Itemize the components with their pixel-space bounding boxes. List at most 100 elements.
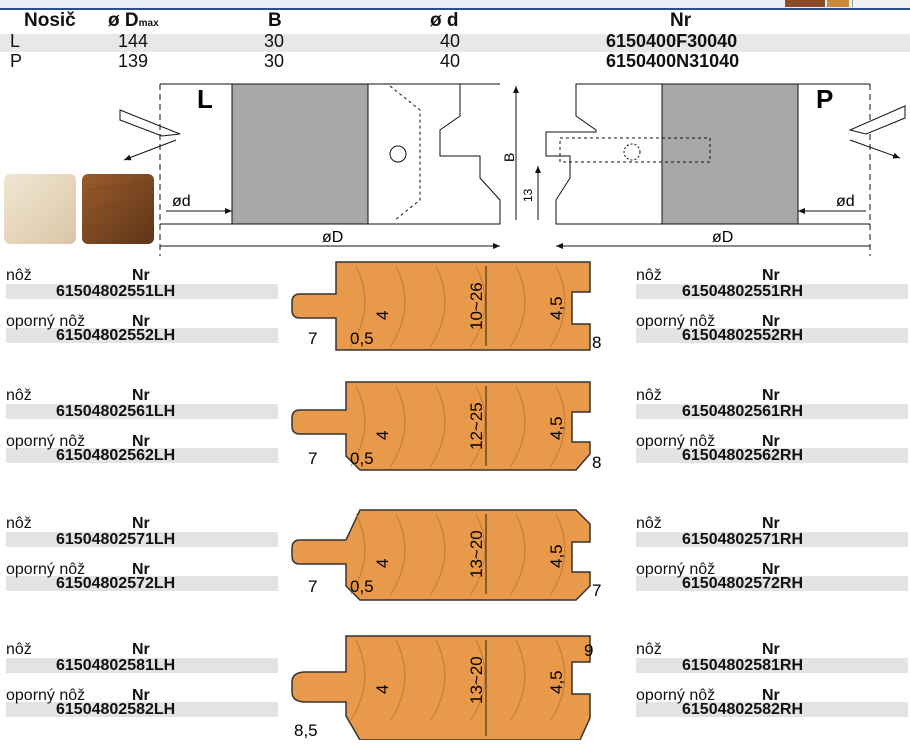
code-band	[6, 576, 278, 591]
tongue-dim-label: 4	[373, 685, 392, 694]
nr-label: Nr	[132, 433, 150, 450]
col-header-b: B	[268, 10, 282, 31]
code-band	[6, 532, 278, 547]
knife-code: 61504802551RH	[682, 283, 803, 300]
row-d: 40	[440, 31, 461, 51]
groove-dim-label: 4,5	[547, 296, 566, 320]
knife-code: 61504802561RH	[682, 403, 803, 420]
diameter-left-label: øD	[322, 229, 343, 246]
code-band	[6, 448, 278, 463]
diameter-right-label: øD	[712, 229, 733, 246]
groove-depth-label: 8	[592, 333, 601, 352]
nr-label: Nr	[132, 387, 150, 404]
feed-arrow-icon	[848, 105, 906, 135]
nr-label: Nr	[762, 687, 780, 704]
bore-right-label: ød	[836, 193, 855, 210]
nr-label: Nr	[762, 313, 780, 330]
support-knife-label: oporný nôž	[636, 561, 716, 578]
code-band	[636, 448, 908, 463]
knife-label: nôž	[6, 267, 32, 284]
nr-label: Nr	[762, 267, 780, 284]
code-band	[636, 702, 908, 717]
code-band	[636, 658, 908, 673]
groove-dim-label: 4,5	[547, 416, 566, 440]
thickness-dim-label: 10~26	[467, 282, 486, 330]
product-thumbnail	[827, 0, 849, 7]
knife-label: nôž	[6, 515, 32, 532]
support-knife-code: 61504802562LH	[56, 447, 176, 464]
nr-label: Nr	[132, 641, 150, 658]
code-band	[6, 404, 278, 419]
row-d: 40	[440, 51, 461, 71]
knife-code: 61504802551LH	[56, 283, 176, 300]
thickness-dim-label: 13~20	[467, 656, 486, 704]
nr-label: Nr	[762, 515, 780, 532]
thickness-dim-label: 13~20	[467, 530, 486, 578]
groove-depth-label: 8	[592, 453, 601, 472]
col-header-d: ø d	[430, 10, 459, 31]
nr-label: Nr	[132, 267, 150, 284]
knife-code: 61504802581RH	[682, 657, 803, 674]
profile-drawing: 10~26 4 4,5 7 0,5 8	[291, 261, 601, 352]
support-knife-label: oporný nôž	[636, 433, 716, 450]
support-knife-code: 61504802582RH	[682, 701, 803, 718]
row-b: 30	[264, 31, 285, 51]
row-b: 30	[264, 51, 285, 71]
knife-code: 61504802581LH	[56, 657, 176, 674]
support-knife-code: 61504802582LH	[56, 701, 176, 718]
nr-label: Nr	[762, 433, 780, 450]
code-band	[636, 576, 908, 591]
height-b-label: B	[501, 153, 517, 162]
knife-code: 61504802561LH	[56, 403, 176, 420]
offset-dim-label: 0,5	[350, 329, 374, 348]
tongue-length-label: 7	[308, 577, 317, 596]
knife-code: 61504802571LH	[56, 531, 176, 548]
row-carrier: L	[10, 31, 21, 51]
knife-label: nôž	[636, 641, 662, 658]
row-dmax: 139	[118, 51, 149, 71]
code-band	[6, 658, 278, 673]
nr-label: Nr	[762, 641, 780, 658]
code-band	[6, 284, 278, 299]
wood-sample-light	[4, 174, 76, 244]
top-strip	[0, 0, 910, 10]
support-knife-code: 61504802552LH	[56, 327, 176, 344]
groove-depth-label: 9	[584, 641, 593, 660]
knife-label: nôž	[636, 387, 662, 404]
support-knife-code: 61504802572LH	[56, 575, 176, 592]
tongue-dim-label: 4	[373, 431, 392, 440]
bore-left-label: ød	[172, 193, 191, 210]
support-knife-label: oporný nôž	[636, 313, 716, 330]
support-knife-label: oporný nôž	[6, 433, 86, 450]
support-knife-label: oporný nôž	[6, 687, 86, 704]
carrier-left-label: L	[197, 84, 213, 114]
row-dmax: 144	[118, 31, 149, 51]
code-band	[6, 702, 278, 717]
nr-label: Nr	[132, 561, 150, 578]
nr-label: Nr	[132, 515, 150, 532]
groove-dim-label: 4,5	[547, 670, 566, 694]
row-nr: 6150400F30040	[606, 31, 738, 51]
row-band	[0, 34, 910, 52]
offset-dim-label: 0,5	[350, 577, 374, 596]
code-band	[6, 328, 278, 343]
knife-label: nôž	[636, 267, 662, 284]
nr-label: Nr	[762, 561, 780, 578]
knife-label: nôž	[636, 515, 662, 532]
support-knife-code: 61504802562RH	[682, 447, 803, 464]
tool-diagram: L ød øD P ød øD B 13	[4, 83, 906, 256]
tongue-dim-label: 4	[373, 311, 392, 320]
product-thumbnail	[785, 0, 825, 7]
tongue-dim-label: 4	[373, 559, 392, 568]
tool-body-right	[661, 83, 799, 225]
nr-label: Nr	[132, 687, 150, 704]
knife-code: 61504802571RH	[682, 531, 803, 548]
groove-dim-label: 4,5	[547, 544, 566, 568]
dim-13-label: 13	[521, 188, 535, 202]
col-header-dmax: ø Dmax	[108, 10, 159, 31]
col-header-nr: Nr	[670, 10, 692, 31]
tongue-length-label: 7	[308, 329, 317, 348]
code-band	[636, 404, 908, 419]
